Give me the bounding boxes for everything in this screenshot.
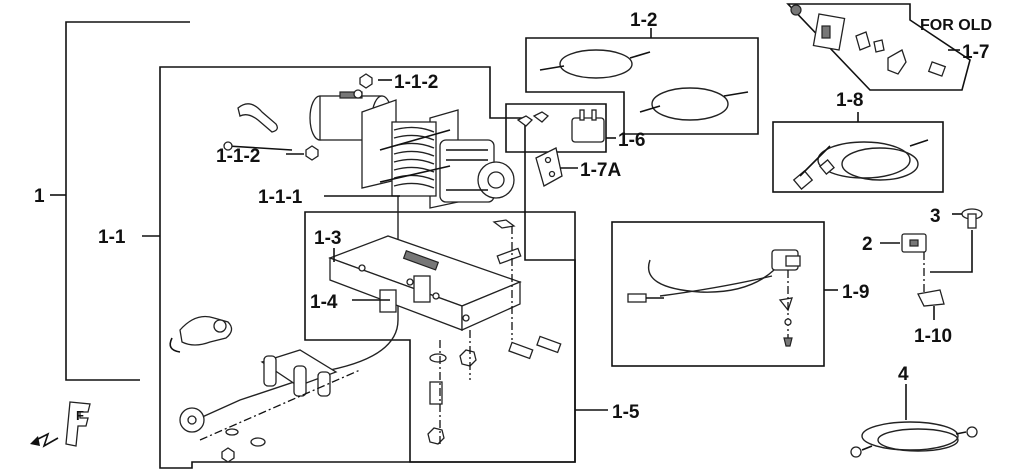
callout-1-7: 1-7	[962, 42, 989, 63]
callout-1-7a: 1-7A	[580, 160, 621, 181]
leader-lines	[142, 79, 608, 411]
mount-bolts	[427, 219, 562, 446]
callout-3: 3	[930, 206, 941, 227]
box-1-9	[611, 221, 838, 367]
callout-1-2: 1-2	[630, 10, 657, 31]
callout-1-5: 1-5	[612, 402, 640, 423]
callout-1: 1	[34, 186, 45, 207]
box-1-7	[786, 3, 971, 91]
box-1-5	[304, 211, 576, 463]
bracket-1-7a	[535, 147, 578, 187]
winch-fasteners	[223, 73, 373, 161]
callout-1-1-2-top: 1-1-2	[394, 72, 438, 93]
callout-1-1: 1-1	[98, 227, 126, 248]
callout-2: 2	[862, 234, 873, 255]
callout-1-3: 1-3	[314, 228, 341, 249]
callout-4: 4	[898, 364, 909, 385]
callout-1-6: 1-6	[618, 130, 645, 151]
callout-1-9: 1-9	[842, 282, 869, 303]
box-1-2	[525, 28, 759, 135]
fairlead-and-hook	[169, 315, 361, 463]
front-direction-symbol	[30, 401, 91, 448]
callout-1-4: 1-4	[310, 292, 338, 313]
box-1-1	[159, 66, 576, 469]
connector-part-2	[880, 233, 927, 253]
callout-1-8: 1-8	[836, 90, 863, 111]
bracket-part-1-10	[917, 230, 973, 320]
ground-cable-part-4	[850, 384, 978, 458]
callout-1-10: 1-10	[914, 326, 952, 347]
group-1-bracket	[50, 21, 190, 381]
mount-plate	[328, 235, 522, 332]
box-1-8	[772, 112, 944, 193]
screw-part-3	[952, 208, 983, 229]
callout-1-1-2-left: 1-1-2	[216, 146, 260, 167]
callout-labels: 1 1-1 1-1-1 1-1-2 1-1-2 1-2 1-3 1-4 1-5 …	[34, 10, 992, 423]
note-for-old: FOR OLD	[920, 17, 992, 34]
callout-1-1-1: 1-1-1	[258, 187, 303, 208]
box-1-6	[505, 103, 616, 153]
front-symbol-letter: F	[76, 408, 84, 423]
